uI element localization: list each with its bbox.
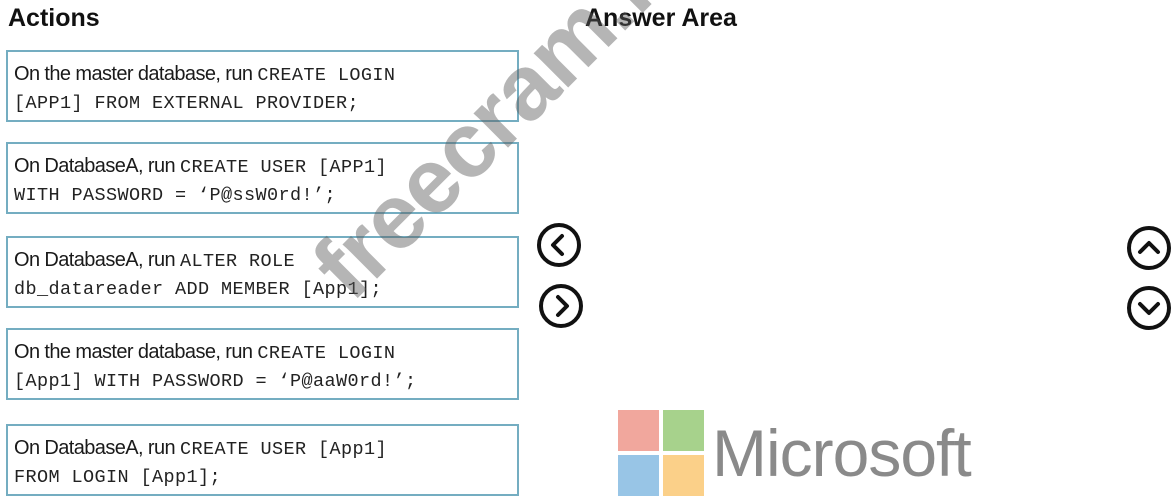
move-up-button[interactable] [1127, 226, 1171, 270]
action-prose: On the master database, run [14, 63, 258, 85]
action-code: CREATE LOGIN [257, 65, 396, 86]
microsoft-logo-text: Microsoft [712, 416, 972, 490]
action-code: FROM LOGIN [App1]; [14, 467, 222, 488]
action-prose: On DatabaseA, run [14, 249, 180, 271]
action-item-3[interactable]: On DatabaseA, run ALTER ROLE db_dataread… [6, 236, 519, 308]
action-item-1[interactable]: On the master database, run CREATE LOGIN… [6, 50, 519, 122]
action-item-5[interactable]: On DatabaseA, run CREATE USER [App1] FRO… [6, 424, 519, 496]
actions-heading: Actions [8, 4, 100, 32]
logo-square-red [618, 410, 659, 451]
chevron-down-icon [1138, 302, 1160, 315]
action-code: [APP1] FROM EXTERNAL PROVIDER; [14, 93, 360, 114]
chevron-left-icon [551, 234, 564, 256]
move-down-button[interactable] [1127, 286, 1171, 330]
chevron-right-icon [556, 295, 569, 317]
action-prose: On the master database, run [14, 341, 258, 363]
logo-square-green [663, 410, 704, 451]
logo-square-yellow [663, 455, 704, 496]
action-code: db_datareader ADD MEMBER [App1]; [14, 279, 383, 300]
move-left-button[interactable] [537, 223, 581, 267]
action-code: CREATE USER [App1] [179, 439, 388, 460]
move-right-button[interactable] [539, 284, 583, 328]
action-prose: On DatabaseA, run [14, 155, 180, 177]
answer-area-heading: Answer Area [585, 4, 737, 32]
action-item-2[interactable]: On DatabaseA, run CREATE USER [APP1] WIT… [6, 142, 519, 214]
action-code: ALTER ROLE [179, 251, 295, 272]
microsoft-logo-icon [618, 410, 704, 496]
action-code: CREATE LOGIN [257, 343, 396, 364]
action-prose: On DatabaseA, run [14, 437, 180, 459]
action-code: WITH PASSWORD = ‘P@ssW0rd!’; [14, 185, 337, 206]
logo-square-blue [618, 455, 659, 496]
action-item-4[interactable]: On the master database, run CREATE LOGIN… [6, 328, 519, 400]
chevron-up-icon [1138, 241, 1160, 254]
action-code: CREATE USER [APP1] [179, 157, 388, 178]
action-code: [App1] WITH PASSWORD = ‘P@aaW0rd!’; [14, 371, 417, 392]
